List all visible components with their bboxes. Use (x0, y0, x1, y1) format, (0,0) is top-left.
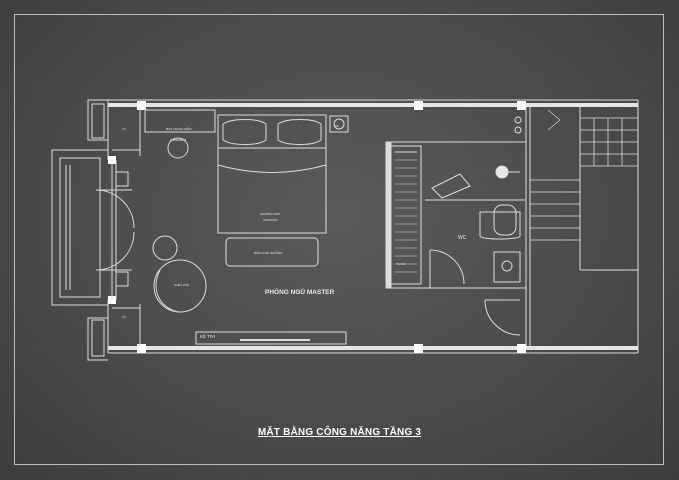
label-lounge-chair: GHẾ LƯỜI (174, 282, 189, 287)
wc-fixtures (425, 165, 525, 288)
label-bed-size: (1800X2000) (263, 219, 278, 222)
label-tv-shelf: KỆ TIVI (200, 332, 215, 339)
bed (217, 114, 327, 234)
column-decor (514, 116, 522, 134)
label-closet-top: TỦ (122, 126, 126, 131)
label-dressing-table: BÀN TRANG ĐIỂM (166, 126, 192, 131)
columns (108, 101, 526, 353)
sheet-border (14, 14, 664, 465)
exterior-walls (107, 99, 639, 354)
balcony (51, 99, 135, 361)
label-wc: WC (458, 235, 467, 241)
interior-walls (112, 107, 531, 346)
label-wardrobe: TỦ ÁO (397, 261, 405, 266)
label-closet-bottom: TỦ (122, 314, 126, 319)
closet (390, 145, 422, 285)
room-labels: PHÒNG NGỦ MASTER WC KỆ TIVI BÀN TRANG ĐI… (122, 124, 467, 339)
wc-door (484, 299, 521, 336)
label-bedroom: PHÒNG NGỦ MASTER (265, 287, 335, 296)
label-bed: GIƯỜNG NGỦ (260, 211, 280, 216)
label-bedside: TAB (334, 124, 339, 128)
dressing-table (144, 109, 216, 159)
bench (225, 237, 319, 267)
tv-shelf (195, 331, 347, 345)
staircase (530, 107, 638, 271)
drawing-title: MẶT BẰNG CÔNG NĂNG TẦNG 3 (257, 427, 422, 438)
lounge-chair (152, 235, 207, 313)
label-bench: ĐÔN CUỐI GIƯỜNG (254, 250, 283, 255)
bedside-table (329, 115, 349, 133)
